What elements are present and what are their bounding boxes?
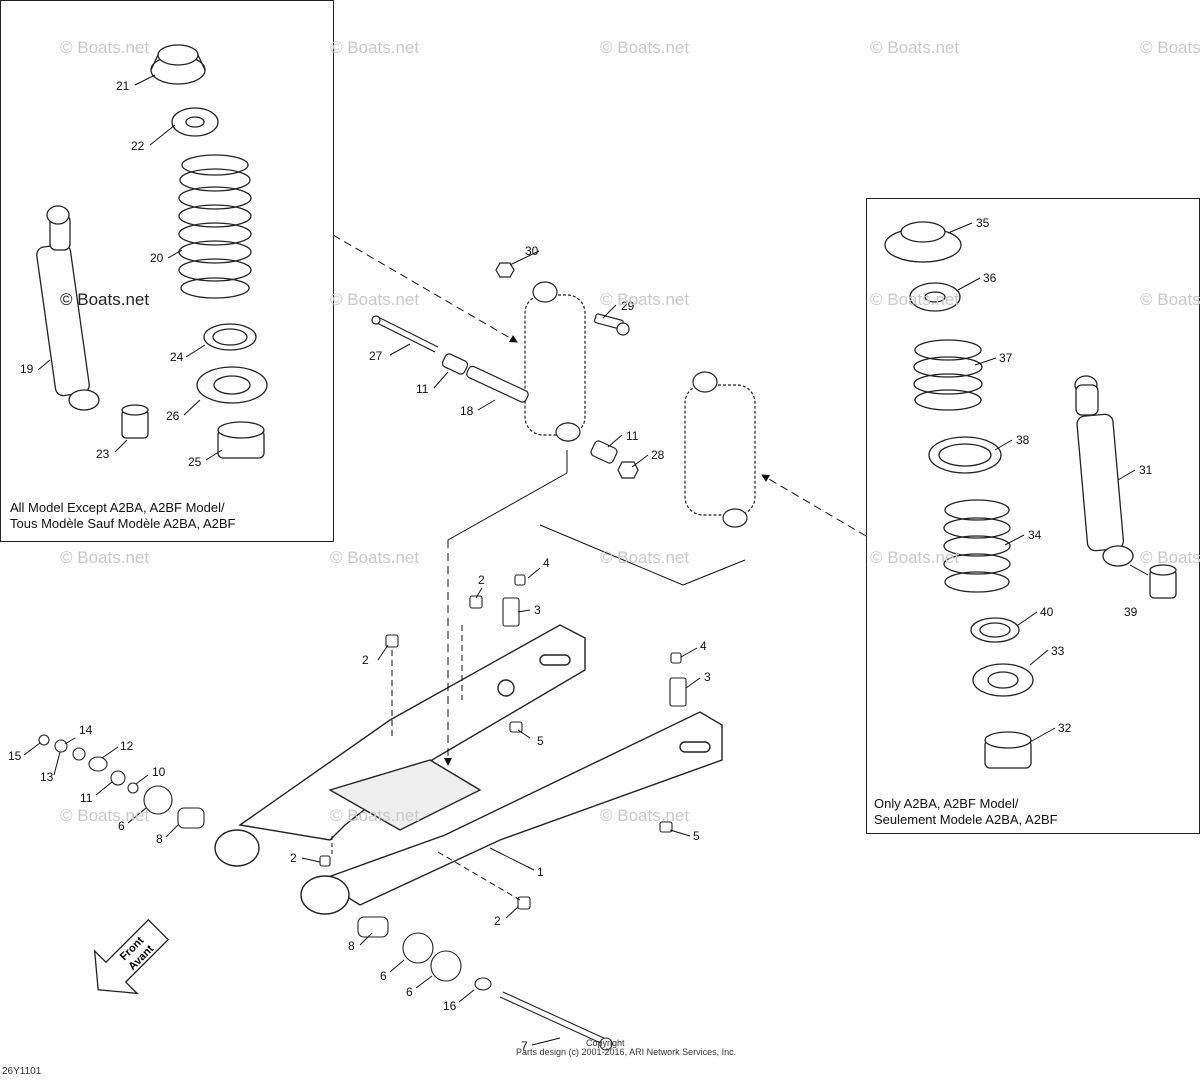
- bolt-29: [594, 313, 630, 336]
- ring-24: [203, 323, 257, 351]
- adjuster-nut-25: [217, 421, 265, 459]
- plate-33: [972, 663, 1034, 697]
- retainer-22: [171, 107, 219, 137]
- shock-absorber-right: [684, 371, 756, 528]
- spring-seat-35: [884, 221, 962, 263]
- part-label: 15: [8, 749, 22, 763]
- part-label: 37: [999, 351, 1013, 365]
- shock-absorber-center: [524, 281, 586, 442]
- part-label: 19: [20, 362, 34, 376]
- copyright-line2: Parts design (c) 2001-2016, ARI Network …: [516, 1047, 737, 1057]
- part-label: 16: [443, 999, 457, 1013]
- front-direction-arrow: Front Avant: [93, 918, 170, 995]
- part-label: 21: [116, 79, 130, 93]
- part-number-labels: 21 22 20 19 23 24 26 25 30 29 27 11 18 1…: [8, 79, 1153, 1053]
- part-label: 29: [621, 299, 635, 313]
- bushing-39: [1149, 564, 1177, 599]
- shaft-27: [371, 315, 439, 353]
- inset-right-caption-line2: Seulement Modele A2BA, A2BF: [874, 812, 1058, 827]
- part-label: 26: [166, 409, 180, 423]
- part-label: 11: [80, 791, 93, 805]
- part-label: 20: [150, 251, 164, 265]
- part-label: 27: [369, 349, 383, 363]
- inset-right-caption-line1: Only A2BA, A2BF Model/: [874, 796, 1019, 811]
- copyright-line1: Copyright: [586, 1038, 625, 1048]
- part-label: 13: [40, 770, 54, 784]
- part-label: 32: [1058, 721, 1072, 735]
- figure-code: 26Y1101: [2, 1066, 42, 1077]
- part-label: 18: [460, 404, 474, 418]
- part-label: 6: [380, 969, 387, 983]
- swingarm-1: [214, 624, 723, 915]
- part-label: 11: [626, 429, 639, 443]
- leader-lines: [23, 74, 1149, 1046]
- part-label: 8: [348, 939, 355, 953]
- part-label: 3: [704, 670, 711, 684]
- part-label: 30: [525, 244, 539, 258]
- part-label: 39: [1124, 605, 1138, 619]
- part-label: 2: [362, 653, 369, 667]
- part-label: 23: [96, 447, 110, 461]
- part-label: 22: [131, 139, 145, 153]
- small-hardware: [38, 574, 687, 1051]
- ring-38: [928, 436, 1002, 474]
- part-label: 8: [156, 832, 163, 846]
- part-label: 12: [120, 739, 134, 753]
- retainer-36: [909, 282, 961, 312]
- part-label: 2: [478, 573, 485, 587]
- spring-37: [913, 339, 983, 411]
- plate-26: [196, 366, 268, 404]
- part-label: 2: [290, 851, 297, 865]
- inset-left-caption-line1: All Model Except A2BA, A2BF Model/: [10, 500, 225, 515]
- part-label: 35: [976, 216, 990, 230]
- spacer-17b: [590, 440, 618, 464]
- part-label: 4: [700, 639, 707, 653]
- part-label: 11: [416, 382, 429, 396]
- part-label: 6: [406, 985, 413, 999]
- part-label: 2: [494, 914, 501, 928]
- ring-40: [970, 617, 1020, 643]
- part-label: 24: [170, 350, 184, 364]
- adjuster-nut-32: [984, 731, 1032, 769]
- part-label: 10: [152, 765, 166, 779]
- part-label: 1: [537, 865, 544, 879]
- part-label: 3: [534, 603, 541, 617]
- tube-18: [466, 365, 529, 403]
- part-label: 40: [1040, 605, 1054, 619]
- part-label: 36: [983, 271, 997, 285]
- part-label: 4: [543, 556, 550, 570]
- part-label: 33: [1051, 644, 1065, 658]
- inset-frame-right: [866, 198, 1200, 834]
- part-label: 28: [651, 448, 665, 462]
- nut-30: [495, 262, 515, 278]
- spacer-17a: [441, 353, 469, 375]
- spring-seat-21: [150, 44, 206, 85]
- inset-frame-left: [0, 0, 334, 542]
- part-label: 6: [118, 819, 125, 833]
- part-label: 14: [79, 723, 93, 737]
- part-label: 5: [693, 829, 700, 843]
- inset-left-caption: All Model Except A2BA, A2BF Model/ Tous …: [10, 500, 235, 532]
- bushing-23: [121, 404, 149, 439]
- part-label: 7: [521, 1039, 528, 1053]
- shock-absorber-19: [36, 205, 100, 411]
- inset-right-caption: Only A2BA, A2BF Model/ Seulement Modele …: [874, 796, 1058, 828]
- part-label: 34: [1028, 528, 1042, 542]
- shock-absorber-31: [1074, 375, 1134, 567]
- spring-34: [943, 499, 1011, 593]
- part-label: 5: [537, 734, 544, 748]
- inset-left-caption-line2: Tous Modèle Sauf Modèle A2BA, A2BF: [10, 516, 236, 531]
- part-label: 25: [188, 455, 202, 469]
- part-label: 38: [1016, 433, 1030, 447]
- part-label: 31: [1139, 463, 1153, 477]
